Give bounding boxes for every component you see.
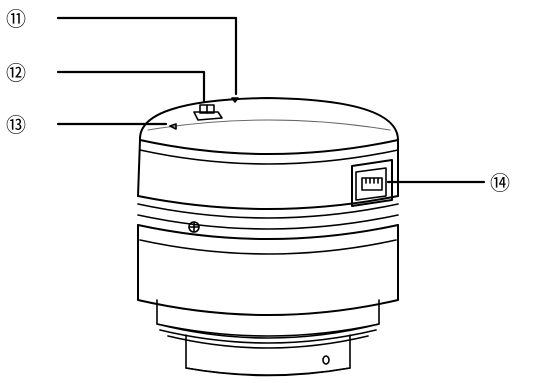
- indicator-light-icon: [231, 97, 239, 103]
- groove-band: [137, 195, 399, 240]
- body-lower: [137, 224, 399, 316]
- callout-12: ⑫: [6, 61, 26, 85]
- callout-14: ⑭: [490, 171, 510, 195]
- body-upper: [137, 139, 399, 197]
- ethernet-port: [351, 159, 393, 207]
- leader-lines: [56, 16, 486, 184]
- top-cap: [138, 97, 399, 155]
- marker-icon: [169, 123, 177, 130]
- callout-13: ⑬: [6, 113, 26, 137]
- callout-11: ⑪: [6, 7, 26, 31]
- leader-line-11: [56, 16, 238, 96]
- switch-button: [193, 104, 223, 121]
- bottom-ring: [156, 299, 380, 349]
- lens-mount: [185, 334, 351, 377]
- leader-line-12: [56, 70, 206, 104]
- screw-icon: [188, 221, 200, 233]
